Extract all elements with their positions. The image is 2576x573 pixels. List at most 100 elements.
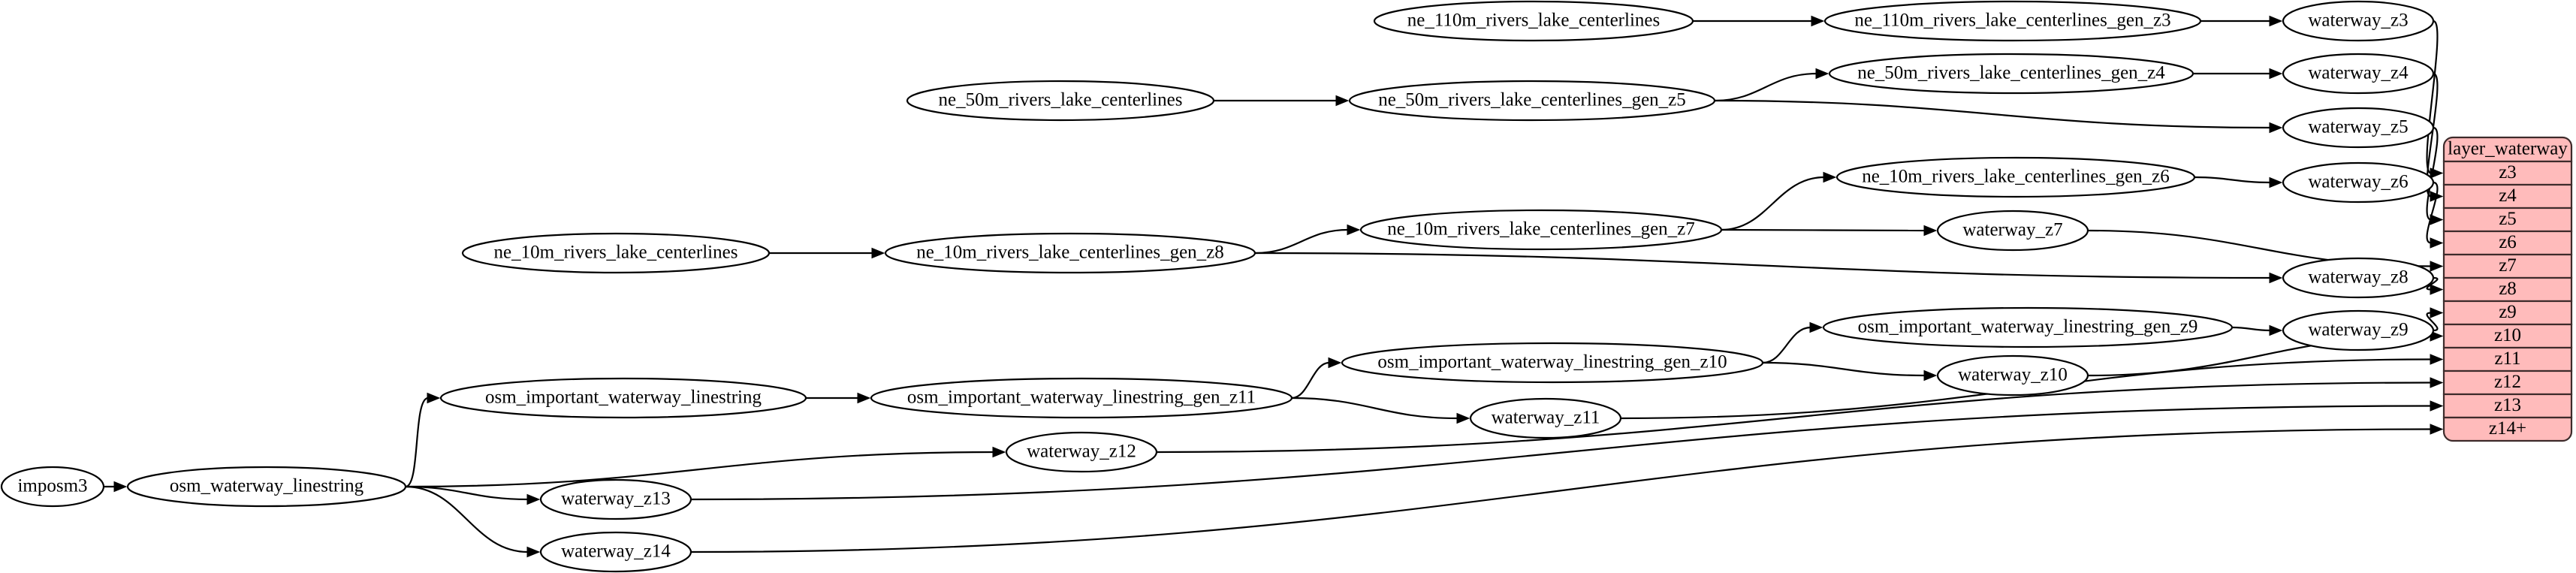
graph-node-waterway_z8[interactable]: waterway_z8 — [2282, 257, 2435, 299]
node-ellipse — [2282, 53, 2435, 95]
node-ellipse — [1835, 156, 2196, 198]
edge-arrowhead — [113, 481, 128, 493]
edge-arrowhead — [2269, 324, 2283, 336]
graph-edge — [2194, 176, 2271, 184]
graph-node-waterway_z14[interactable]: waterway_z14 — [539, 531, 692, 573]
edge-arrowhead — [427, 392, 441, 404]
node-ellipse — [2282, 0, 2435, 42]
graph-node-waterway_z11[interactable]: waterway_z11 — [1469, 397, 1622, 439]
table-row-label: z11 — [2494, 348, 2520, 369]
edge-arrowhead — [2430, 214, 2444, 225]
table-row[interactable] — [2442, 183, 2573, 210]
node-layer: imposm3 osm_waterway_linestring osm_import… — [0, 0, 2435, 573]
graph-node-ne_50m_rivers_lake_centerlines[interactable]: ne_50m_rivers_lake_centerlines — [906, 80, 1215, 122]
table-row-label: z13 — [2494, 395, 2521, 415]
edge-arrowhead — [2430, 284, 2444, 295]
node-ellipse — [2282, 257, 2435, 299]
node-ellipse — [2282, 107, 2435, 149]
graph-edge — [1254, 228, 1349, 255]
node-label: imposm3 — [17, 476, 87, 496]
graph-node-ne_50m_rivers_lake_centerlines_gen_z4[interactable]: ne_50m_rivers_lake_centerlines_gen_z4 — [1828, 53, 2194, 95]
graph-node-waterway_z10[interactable]: waterway_z10 — [1936, 354, 2089, 397]
table-row[interactable] — [2442, 369, 2573, 396]
table-row-label: z4 — [2499, 185, 2517, 206]
node-label: waterway_z10 — [1958, 365, 2068, 385]
table-row[interactable] — [2442, 276, 2573, 303]
edge-arrowhead — [1456, 412, 1470, 424]
edge-arrowhead — [526, 493, 541, 505]
node-ellipse — [906, 80, 1215, 122]
node-ellipse — [0, 466, 105, 508]
graph-node-ne_10m_rivers_lake_centerlines_gen_z6[interactable]: ne_10m_rivers_lake_centerlines_gen_z6 — [1835, 156, 2196, 198]
graph-node-ne_50m_rivers_lake_centerlines_gen_z5[interactable]: ne_50m_rivers_lake_centerlines_gen_z5 — [1348, 80, 1716, 122]
graph-node-waterway_z9[interactable]: waterway_z9 — [2282, 309, 2435, 351]
edge-arrowhead — [2269, 272, 2283, 284]
edge-arrowhead — [2430, 307, 2444, 318]
edge-arrowhead — [2430, 237, 2444, 249]
node-label: waterway_z3 — [2308, 11, 2408, 31]
table-row[interactable] — [2442, 346, 2573, 372]
node-label: osm_waterway_linestring — [170, 476, 364, 496]
table-row-label: z14+ — [2489, 418, 2526, 439]
table-row[interactable] — [2442, 416, 2573, 442]
graph-node-ne_110m_rivers_lake_centerlines[interactable]: ne_110m_rivers_lake_centerlines — [1373, 0, 1694, 42]
edge-arrowhead — [2430, 424, 2444, 435]
edge-arrowhead — [2430, 377, 2444, 388]
graph-node-ne_10m_rivers_lake_centerlines_gen_z7[interactable]: ne_10m_rivers_lake_centerlines_gen_z7 — [1359, 209, 1723, 251]
node-label: ne_50m_rivers_lake_centerlines_gen_z4 — [1857, 63, 2165, 83]
table-row[interactable] — [2442, 207, 2573, 233]
edge-arrowhead — [1923, 369, 1938, 381]
table-row-label: z8 — [2499, 279, 2517, 299]
edge-arrowhead — [1823, 171, 1837, 183]
graph-node-osm_important_waterway_linestring_gen_z10[interactable]: osm_important_waterway_linestring_gen_z1… — [1341, 342, 1764, 384]
table-row[interactable] — [2442, 230, 2573, 256]
edge-arrowhead — [992, 446, 1006, 458]
node-label: osm_important_waterway_linestring — [485, 388, 762, 408]
node-label: waterway_z9 — [2308, 320, 2408, 340]
graph-node-osm_important_waterway_linestring[interactable]: osm_important_waterway_linestring — [439, 377, 807, 419]
table-header-label: layer_waterway — [2448, 139, 2568, 159]
node-ellipse — [461, 232, 771, 274]
graph-node-imposm3[interactable]: imposm3 — [0, 466, 105, 508]
graph-edge — [405, 397, 429, 488]
graph-node-waterway_z5[interactable]: waterway_z5 — [2282, 107, 2435, 149]
graph-node-waterway_z6[interactable]: waterway_z6 — [2282, 161, 2435, 204]
node-label: ne_110m_rivers_lake_centerlines — [1407, 11, 1660, 31]
graph-node-waterway_z4[interactable]: waterway_z4 — [2282, 53, 2435, 95]
node-ellipse — [1936, 210, 2089, 252]
node-label: ne_50m_rivers_lake_centerlines_gen_z5 — [1378, 90, 1686, 110]
graph-node-osm_important_waterway_linestring_gen_z9[interactable]: osm_important_waterway_linestring_gen_z9 — [1822, 306, 2234, 348]
node-label: waterway_z7 — [1962, 220, 2062, 240]
table-row[interactable] — [2442, 393, 2573, 419]
graph-node-osm_waterway_linestring[interactable]: osm_waterway_linestring — [126, 466, 407, 508]
graph-node-ne_110m_rivers_lake_centerlines_gen_z3[interactable]: ne_110m_rivers_lake_centerlines_gen_z3 — [1823, 0, 2202, 42]
node-ellipse — [1823, 0, 2202, 42]
table-row-label: z3 — [2499, 162, 2517, 182]
graph-node-ne_10m_rivers_lake_centerlines_gen_z8[interactable]: ne_10m_rivers_lake_centerlines_gen_z8 — [884, 232, 1256, 274]
graph-node-waterway_z13[interactable]: waterway_z13 — [539, 478, 692, 520]
edge-arrowhead — [2269, 68, 2283, 80]
graph-edge — [405, 485, 529, 553]
graph-node-waterway_z12[interactable]: waterway_z12 — [1005, 431, 1158, 473]
graph-node-waterway_z3[interactable]: waterway_z3 — [2282, 0, 2435, 42]
node-label: ne_10m_rivers_lake_centerlines_gen_z6 — [1862, 167, 2170, 187]
graph-node-osm_important_waterway_linestring_gen_z11[interactable]: osm_important_waterway_linestring_gen_z1… — [870, 377, 1293, 419]
edge-arrowhead — [2430, 354, 2444, 365]
node-ellipse — [1828, 53, 2194, 95]
node-ellipse — [2282, 309, 2435, 351]
node-label: waterway_z4 — [2308, 63, 2409, 83]
graph-edge — [1254, 252, 2271, 279]
graph-node-waterway_z7[interactable]: waterway_z7 — [1936, 210, 2089, 252]
node-label: ne_50m_rivers_lake_centerlines — [939, 90, 1183, 110]
table-row-label: z12 — [2494, 372, 2521, 392]
node-ellipse — [1822, 306, 2234, 348]
node-ellipse — [539, 478, 692, 520]
edge-arrowhead — [1811, 15, 1825, 27]
node-ellipse — [1469, 397, 1622, 439]
node-label: osm_important_waterway_linestring_gen_z9 — [1858, 317, 2198, 337]
node-ellipse — [1341, 342, 1764, 384]
layer-waterway-table: layer_waterwayz3z4z5z6z7z8z9z10z11z12z13… — [2442, 136, 2573, 442]
graph-node-ne_10m_rivers_lake_centerlines[interactable]: ne_10m_rivers_lake_centerlines — [461, 232, 771, 274]
node-label: waterway_z6 — [2308, 172, 2408, 192]
graph-edge — [690, 428, 2432, 553]
